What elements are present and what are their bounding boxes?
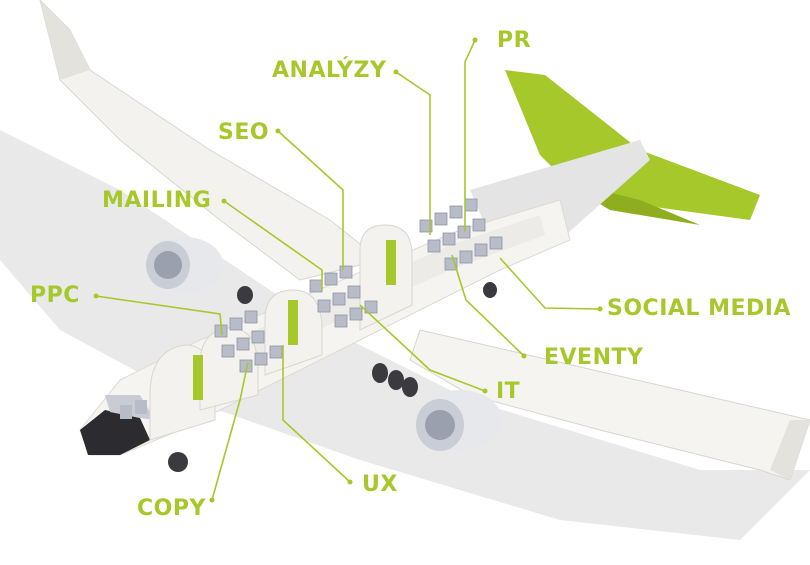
- label-ux: UX: [362, 472, 398, 497]
- ground-shadow: [0, 130, 810, 540]
- cockpit: [80, 410, 150, 455]
- leader-dots: [93, 37, 603, 503]
- label-pr: PR: [497, 28, 532, 53]
- right-wing: [409, 329, 810, 481]
- landing-gear: [168, 282, 497, 472]
- label-mailing: MAILING: [102, 188, 212, 213]
- label-analyzy: ANALÝZY: [272, 58, 387, 83]
- label-eventy: EVENTY: [544, 345, 644, 370]
- label-ppc: PPC: [30, 283, 80, 308]
- left-engine: [146, 237, 223, 293]
- label-copy: COPY: [137, 496, 206, 521]
- label-social-media: SOCIAL MEDIA: [607, 296, 791, 321]
- label-seo: SEO: [218, 120, 270, 145]
- leader-lines: [95, 39, 601, 501]
- right-engine: [416, 390, 502, 451]
- label-it: IT: [496, 379, 521, 404]
